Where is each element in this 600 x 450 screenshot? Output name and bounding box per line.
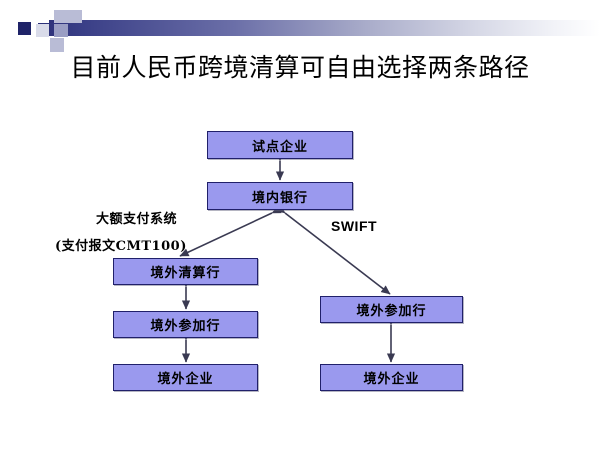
- header-square-decoration: [54, 24, 68, 37]
- label-cnaps-channel: 大额支付系统: [96, 212, 178, 227]
- edge-dombank-clearing: [179, 205, 282, 257]
- node-overseas-participating-bank-left[interactable]: 境外参加行: [113, 311, 258, 338]
- node-overseas-enterprise-left[interactable]: 境外企业: [113, 364, 258, 391]
- header-gradient-bar: [38, 20, 600, 36]
- label-cnaps-message-format: (支付报文CMT100): [55, 239, 187, 254]
- node-overseas-clearing-bank[interactable]: 境外清算行: [113, 258, 258, 285]
- node-pilot-enterprise[interactable]: 试点企业: [207, 131, 353, 159]
- node-domestic-bank[interactable]: 境内银行: [207, 182, 353, 210]
- node-overseas-enterprise-right[interactable]: 境外企业: [320, 364, 463, 391]
- label-swift-channel: SWIFT: [331, 218, 378, 234]
- header-square-decoration: [36, 10, 49, 23]
- header-square-decoration: [54, 10, 68, 23]
- header-square-decoration: [36, 24, 49, 37]
- node-overseas-participating-bank-right[interactable]: 境外参加行: [320, 296, 463, 323]
- header-square-decoration: [50, 38, 64, 52]
- header-accent-square: [18, 22, 31, 35]
- header-square-decoration: [68, 10, 82, 23]
- page-title: 目前人民币跨境清算可自由选择两条路径: [70, 53, 530, 82]
- header-square-decoration: [36, 38, 49, 52]
